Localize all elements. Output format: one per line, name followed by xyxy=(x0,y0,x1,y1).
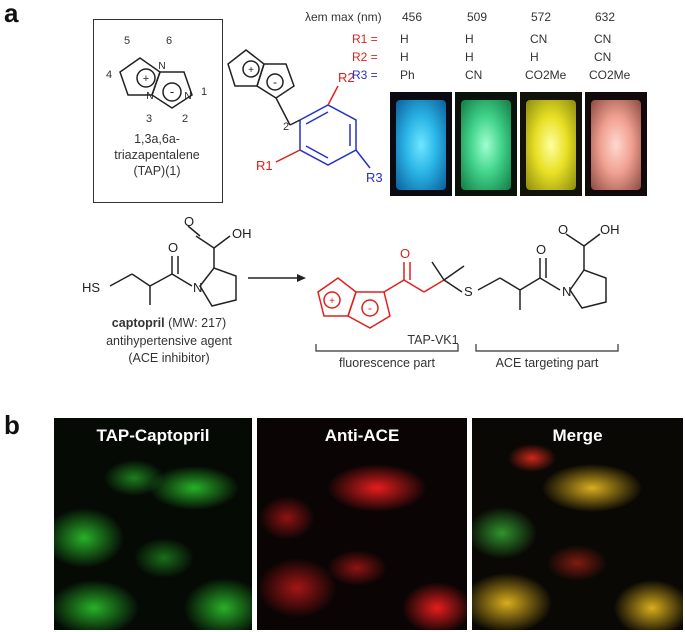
tap-core-molecule xyxy=(119,57,193,109)
substituted-tap-molecule xyxy=(227,49,295,126)
row-r3-v1: Ph xyxy=(400,68,415,82)
tap-name-line2: triazapentalene xyxy=(114,148,200,162)
row-r1-v1: H xyxy=(400,32,409,46)
ring-label-6: 6 xyxy=(166,35,172,47)
row-r2-v2: H xyxy=(465,50,474,64)
row-r3-v2: CN xyxy=(465,68,483,82)
conjugate-s: S xyxy=(464,284,473,299)
ring-label-1: 1 xyxy=(201,86,207,98)
row-r2-v3: H xyxy=(530,50,539,64)
ring-label-2: 2 xyxy=(182,113,188,125)
microscopy-image-tap-captopril: TAP-Captopril xyxy=(54,418,252,630)
captopril-oh: OH xyxy=(232,226,252,241)
vial-509 xyxy=(461,100,511,190)
row-r2-v4: CN xyxy=(594,50,612,64)
wavelength-2: 509 xyxy=(467,10,488,24)
fluorescence-part-label: fluorescence part xyxy=(339,356,435,370)
core-r1-label: R1 xyxy=(256,158,273,173)
vial-background-3 xyxy=(520,92,582,196)
captopril-desc2: (ACE inhibitor) xyxy=(128,351,210,365)
wavelength-4: 632 xyxy=(595,10,616,24)
microscopy-image-anti-ace: Anti-ACE xyxy=(257,418,467,630)
tap-name-line1: 1,3a,6a- xyxy=(134,132,180,146)
row-r2-label: R2 = xyxy=(352,50,378,64)
conjugate-tap-part xyxy=(317,262,445,329)
conjugate-n: N xyxy=(562,284,571,299)
benzene-ring xyxy=(299,104,357,166)
vial-background-1 xyxy=(390,92,452,196)
svg-text:-: - xyxy=(170,84,174,99)
svg-text:N: N xyxy=(158,61,165,72)
captopril-o: O xyxy=(168,240,178,255)
vial-632 xyxy=(591,100,641,190)
svg-text:N: N xyxy=(184,91,191,102)
wavelength-3: 572 xyxy=(531,10,552,24)
svg-text:O: O xyxy=(558,222,568,237)
svg-text:N: N xyxy=(146,91,153,102)
core-r3-label: R3 xyxy=(366,170,383,185)
tap-structure-box xyxy=(93,19,223,203)
row-r3-label: R3 = xyxy=(352,68,378,82)
ace-targeting-part-label: ACE targeting part xyxy=(495,356,599,370)
captopril-hs: HS xyxy=(82,280,100,295)
row-r1-v3: CN xyxy=(530,32,548,46)
conjugate-oh: OH xyxy=(600,222,620,237)
ring-label-3: 3 xyxy=(146,113,152,125)
red-fluorescence-pattern xyxy=(257,464,467,630)
conjugate-o2: O xyxy=(536,242,546,257)
vial-456 xyxy=(396,100,446,190)
svg-text:+: + xyxy=(329,296,335,307)
svg-text:+: + xyxy=(143,73,149,85)
vial-background-4 xyxy=(585,92,647,196)
merge-fluorescence-pattern xyxy=(472,444,683,630)
image-title-anti-ace: Anti-ACE xyxy=(324,426,400,445)
captopril-molecule xyxy=(109,225,237,307)
captopril-desc1: antihypertensive agent xyxy=(106,334,232,348)
core-position-2: 2 xyxy=(283,121,289,133)
conjugate-ace-part xyxy=(431,233,607,310)
tap-vk1-label: TAP-VK1 xyxy=(407,333,459,347)
row-r2-v1: H xyxy=(400,50,409,64)
captopril-name: captopril (MW: 217) xyxy=(111,316,227,330)
row-r1-v4: CN xyxy=(594,32,612,46)
captopril-n: N xyxy=(193,280,202,295)
part-brackets xyxy=(315,344,619,352)
row-r3-v3: CO2Me xyxy=(525,68,567,82)
row-r3-v4: CO2Me xyxy=(589,68,631,82)
panel-a-structures: + - N N N 5 6 4 1 3 2 + - 2 R2 R1 R3 xyxy=(82,35,620,352)
green-fluorescence-pattern xyxy=(54,460,252,630)
vial-572 xyxy=(526,100,576,190)
svg-text:-: - xyxy=(273,75,277,89)
svg-text:O: O xyxy=(184,214,194,229)
row-r1-v2: H xyxy=(465,32,474,46)
tap-name-line3: (TAP)(1) xyxy=(133,164,181,178)
row-r1-label: R1 = xyxy=(352,32,378,46)
conjugate-o1: O xyxy=(400,246,410,261)
lambda-label: λem max (nm) xyxy=(305,10,382,24)
image-title-tap-captopril: TAP-Captopril xyxy=(96,426,210,445)
panel-letter-b: b xyxy=(4,410,20,440)
microscopy-image-merge: Merge xyxy=(472,418,683,630)
svg-text:-: - xyxy=(368,301,372,315)
reaction-arrow xyxy=(248,274,306,282)
vial-background-2 xyxy=(455,92,517,196)
wavelength-1: 456 xyxy=(402,10,423,24)
ring-label-5: 5 xyxy=(124,35,130,47)
core-r2-label: R2 xyxy=(338,70,355,85)
svg-text:+: + xyxy=(248,65,254,76)
ring-label-4: 4 xyxy=(106,69,112,81)
panel-letter-a: a xyxy=(4,0,19,28)
image-title-merge: Merge xyxy=(552,426,603,445)
